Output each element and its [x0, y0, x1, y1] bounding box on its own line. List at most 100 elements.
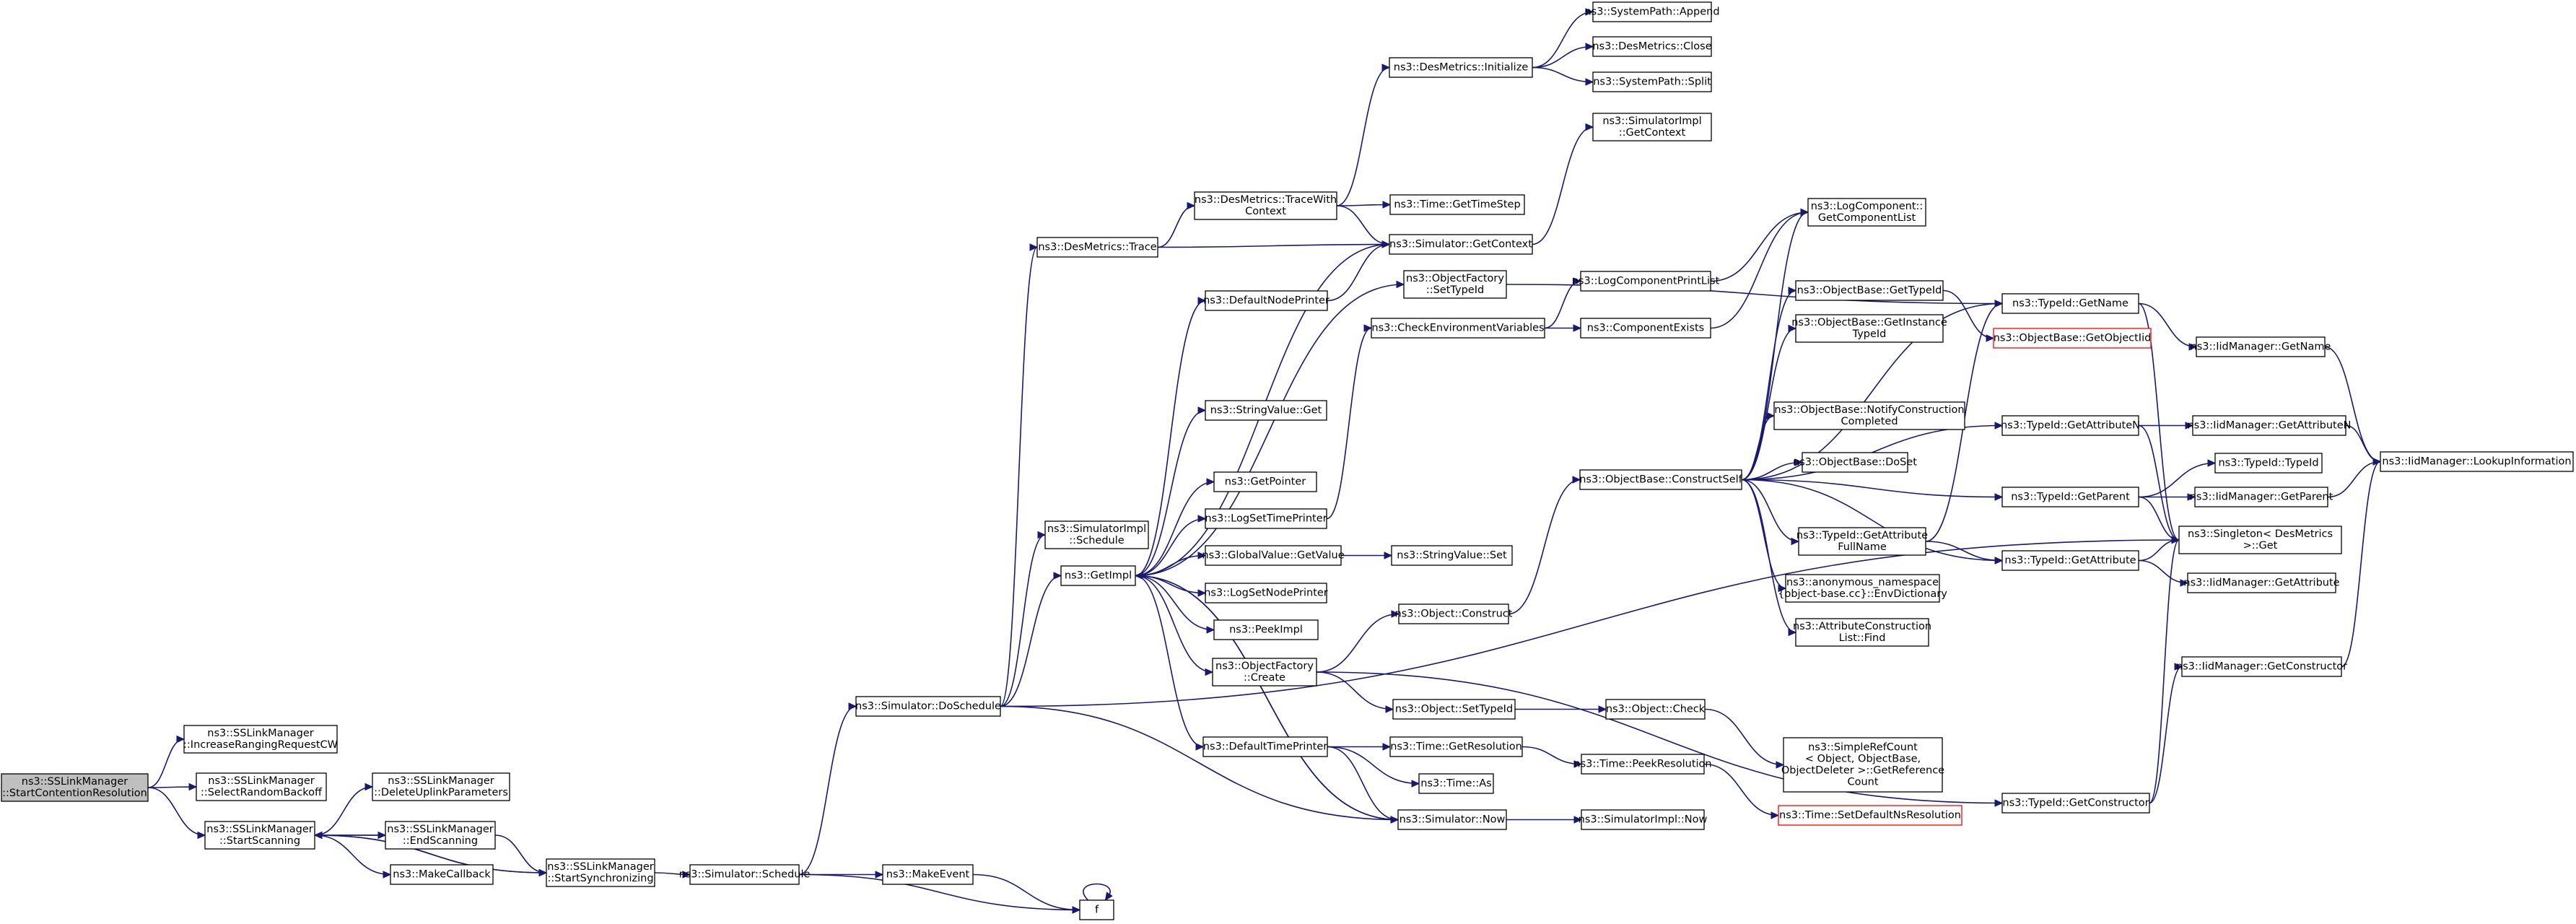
node-srefc[interactable]: ns3::SimpleRefCount< Object, ObjectBase,…	[1781, 737, 1944, 793]
node-box	[2380, 451, 2574, 472]
node-label: ns3::Simulator::GetContext	[1389, 239, 1532, 250]
node-mkev[interactable]: ns3::MakeEvent	[882, 864, 974, 885]
node-imgpar[interactable]: ns3::IidManager::GetParent	[2190, 487, 2333, 507]
node-sisch[interactable]: ns3::SimulatorImpl::Schedule	[1044, 520, 1149, 549]
node-gvgv[interactable]: ns3::GlobalValue::GetValue	[1202, 545, 1345, 566]
node-ofcr[interactable]: ns3::ObjectFactory::Create	[1212, 658, 1317, 687]
node-tgattr[interactable]: ns3::TypeId::GetAttribute	[2001, 550, 2139, 571]
node-tgres[interactable]: ns3::Time::GetResolution	[1389, 736, 1523, 757]
node-selb[interactable]: ns3::SSLinkManager::SelectRandomBackoff	[196, 772, 327, 801]
node-svget[interactable]: ns3::StringValue::Get	[1205, 400, 1327, 421]
node-stsy[interactable]: ns3::SSLinkManager::StartSynchronizing	[546, 858, 655, 887]
node-tpres[interactable]: ns3::Time::PeekResolution	[1573, 754, 1712, 775]
edge-line	[1327, 746, 1399, 821]
node-box	[546, 858, 655, 887]
edge-dtwc-sgc	[1336, 205, 1391, 248]
node-imgattr[interactable]: ns3::IidManager::GetAttribute	[2183, 572, 2340, 593]
node-obgoid[interactable]: ns3::ObjectBase::GetObjectIid	[1993, 328, 2152, 349]
node-obgtid[interactable]: ns3::ObjectBase::GetTypeId	[1795, 280, 1944, 301]
node-imgan[interactable]: ns3::IidManager::GetAttributeN	[2187, 415, 2352, 436]
node-dtrace[interactable]: ns3::DesMetrics::Trace	[1036, 237, 1158, 258]
node-anon[interactable]: ns3::anonymous_namespace{object-base.cc}…	[1778, 574, 1947, 603]
node-lcpl[interactable]: ns3::LogComponentPrintList	[1572, 271, 1720, 292]
node-sigc[interactable]: ns3::SimulatorImpl::GetContext	[1592, 113, 1712, 141]
node-svset[interactable]: ns3::StringValue::Set	[1391, 545, 1513, 566]
node-root[interactable]: ns3::SSLinkManager::StartContentionResol…	[1, 773, 149, 802]
node-gptr[interactable]: ns3::GetPointer	[1213, 471, 1317, 492]
node-label: ns3::ObjectFactory	[1215, 661, 1314, 672]
node-incr[interactable]: ns3::SSLinkManager::IncreaseRangingReque…	[183, 725, 338, 754]
edge-arrowhead	[2207, 459, 2217, 467]
node-cexist[interactable]: ns3::ComponentExists	[1580, 318, 1711, 339]
edge-dtp-tas	[1327, 746, 1420, 788]
node-mkcb[interactable]: ns3::MakeCallback	[390, 864, 494, 885]
node-ttid[interactable]: ns3::TypeId::TypeId	[2214, 453, 2323, 474]
node-peek[interactable]: ns3::PeekImpl	[1213, 619, 1319, 640]
edge-line	[2138, 424, 2180, 541]
node-dinit[interactable]: ns3::DesMetrics::Initialize	[1389, 57, 1533, 78]
node-f[interactable]: f	[1079, 899, 1114, 920]
edge-getimpl-dnp	[1135, 297, 1207, 577]
node-getimpl[interactable]: ns3::GetImpl	[1060, 565, 1136, 586]
edge-stsc-delu	[314, 783, 374, 836]
node-spapp[interactable]: ns3::SystemPath::Append	[1584, 1, 1720, 22]
edge-line	[314, 834, 391, 876]
node-obcs[interactable]: ns3::ObjectBase::ConstructSelf	[1579, 469, 1743, 490]
node-dosch[interactable]: ns3::Simulator::DoSchedule	[855, 696, 1001, 717]
edge-arrowhead	[1072, 906, 1081, 914]
node-imlook[interactable]: ns3::IidManager::LookupInformation	[2380, 451, 2574, 472]
node-dclose[interactable]: ns3::DesMetrics::Close	[1592, 36, 1712, 57]
edge-arrowhead	[1788, 324, 1797, 333]
node-ostid[interactable]: ns3::Object::SetTypeId	[1392, 699, 1516, 720]
node-ocheck[interactable]: ns3::Object::Check	[1605, 699, 1706, 720]
edge-arrowhead	[1037, 531, 1047, 539]
node-dnp[interactable]: ns3::DefaultNodePrinter	[1203, 290, 1330, 311]
node-box	[1798, 527, 1926, 556]
node-lcgcl[interactable]: ns3::LogComponent::GetComponentList	[1807, 198, 1926, 227]
node-box	[1389, 194, 1525, 215]
edge-tgres-tpres	[1521, 746, 1583, 768]
edge-arrowhead	[1187, 201, 1196, 210]
node-gts[interactable]: ns3::Time::GetTimeStep	[1389, 194, 1525, 215]
node-tsdns[interactable]: ns3::Time::SetDefaultNsResolution	[1778, 805, 1962, 826]
node-tgan[interactable]: ns3::TypeId::GetAttributeN	[2001, 415, 2140, 436]
edge-line	[1327, 746, 1420, 785]
node-lsnp[interactable]: ns3::LogSetNodePrinter	[1204, 583, 1328, 603]
node-snow[interactable]: ns3::Simulator::Now	[1397, 809, 1507, 830]
node-ssch[interactable]: ns3::Simulator::Schedule	[679, 864, 811, 885]
node-lstp[interactable]: ns3::LogSetTimePrinter	[1205, 508, 1327, 529]
node-box	[1418, 773, 1494, 794]
node-label: ns3::Singleton< DesMetrics	[2188, 528, 2333, 540]
edge-arrowhead	[1029, 243, 1039, 251]
node-oconst[interactable]: ns3::Object::Construct	[1395, 603, 1513, 624]
node-stsc[interactable]: ns3::SSLinkManager::StartScanning	[204, 821, 315, 850]
node-box	[1212, 658, 1317, 687]
node-sget[interactable]: ns3::Singleton< DesMetrics>::Get	[2178, 526, 2342, 554]
node-sinow[interactable]: ns3::SimulatorImpl::Now	[1579, 809, 1708, 830]
edge-line	[2138, 462, 2216, 498]
edge-dosch-snow	[1000, 705, 1400, 824]
node-tgpar[interactable]: ns3::TypeId::GetParent	[2001, 487, 2139, 507]
node-tas[interactable]: ns3::Time::As	[1418, 773, 1494, 794]
node-cev[interactable]: ns3::CheckEnvironmentVariables	[1371, 318, 1545, 339]
node-delu[interactable]: ns3::SSLinkManager::DeleteUplinkParamete…	[372, 772, 510, 801]
node-tgcons[interactable]: ns3::TypeId::GetConstructor	[2001, 793, 2150, 814]
node-ends[interactable]: ns3::SSLinkManager::EndScanning	[385, 821, 496, 850]
node-imgname[interactable]: ns3::IidManager::GetName	[2191, 336, 2331, 357]
node-dtp[interactable]: ns3::DefaultTimePrinter	[1202, 736, 1328, 757]
node-sgc[interactable]: ns3::Simulator::GetContext	[1389, 234, 1533, 255]
edge-arrowhead	[1197, 297, 1207, 305]
node-obds[interactable]: ns3::ObjectBase::DoSet	[1793, 452, 1917, 473]
node-obnc[interactable]: ns3::ObjectBase::NotifyConstructionCompl…	[1773, 401, 1965, 430]
node-imgcons[interactable]: ns3::IidManager::GetConstructor	[2176, 656, 2347, 677]
edge-line	[1532, 45, 1594, 69]
node-ofst[interactable]: ns3::ObjectFactory::SetTypeId	[1403, 270, 1507, 299]
node-tgname[interactable]: ns3::TypeId::GetName	[2001, 293, 2139, 314]
edge-line	[1316, 671, 1394, 710]
edge-arrowhead	[1197, 589, 1207, 597]
node-spsplit[interactable]: ns3::SystemPath::Split	[1592, 71, 1712, 92]
